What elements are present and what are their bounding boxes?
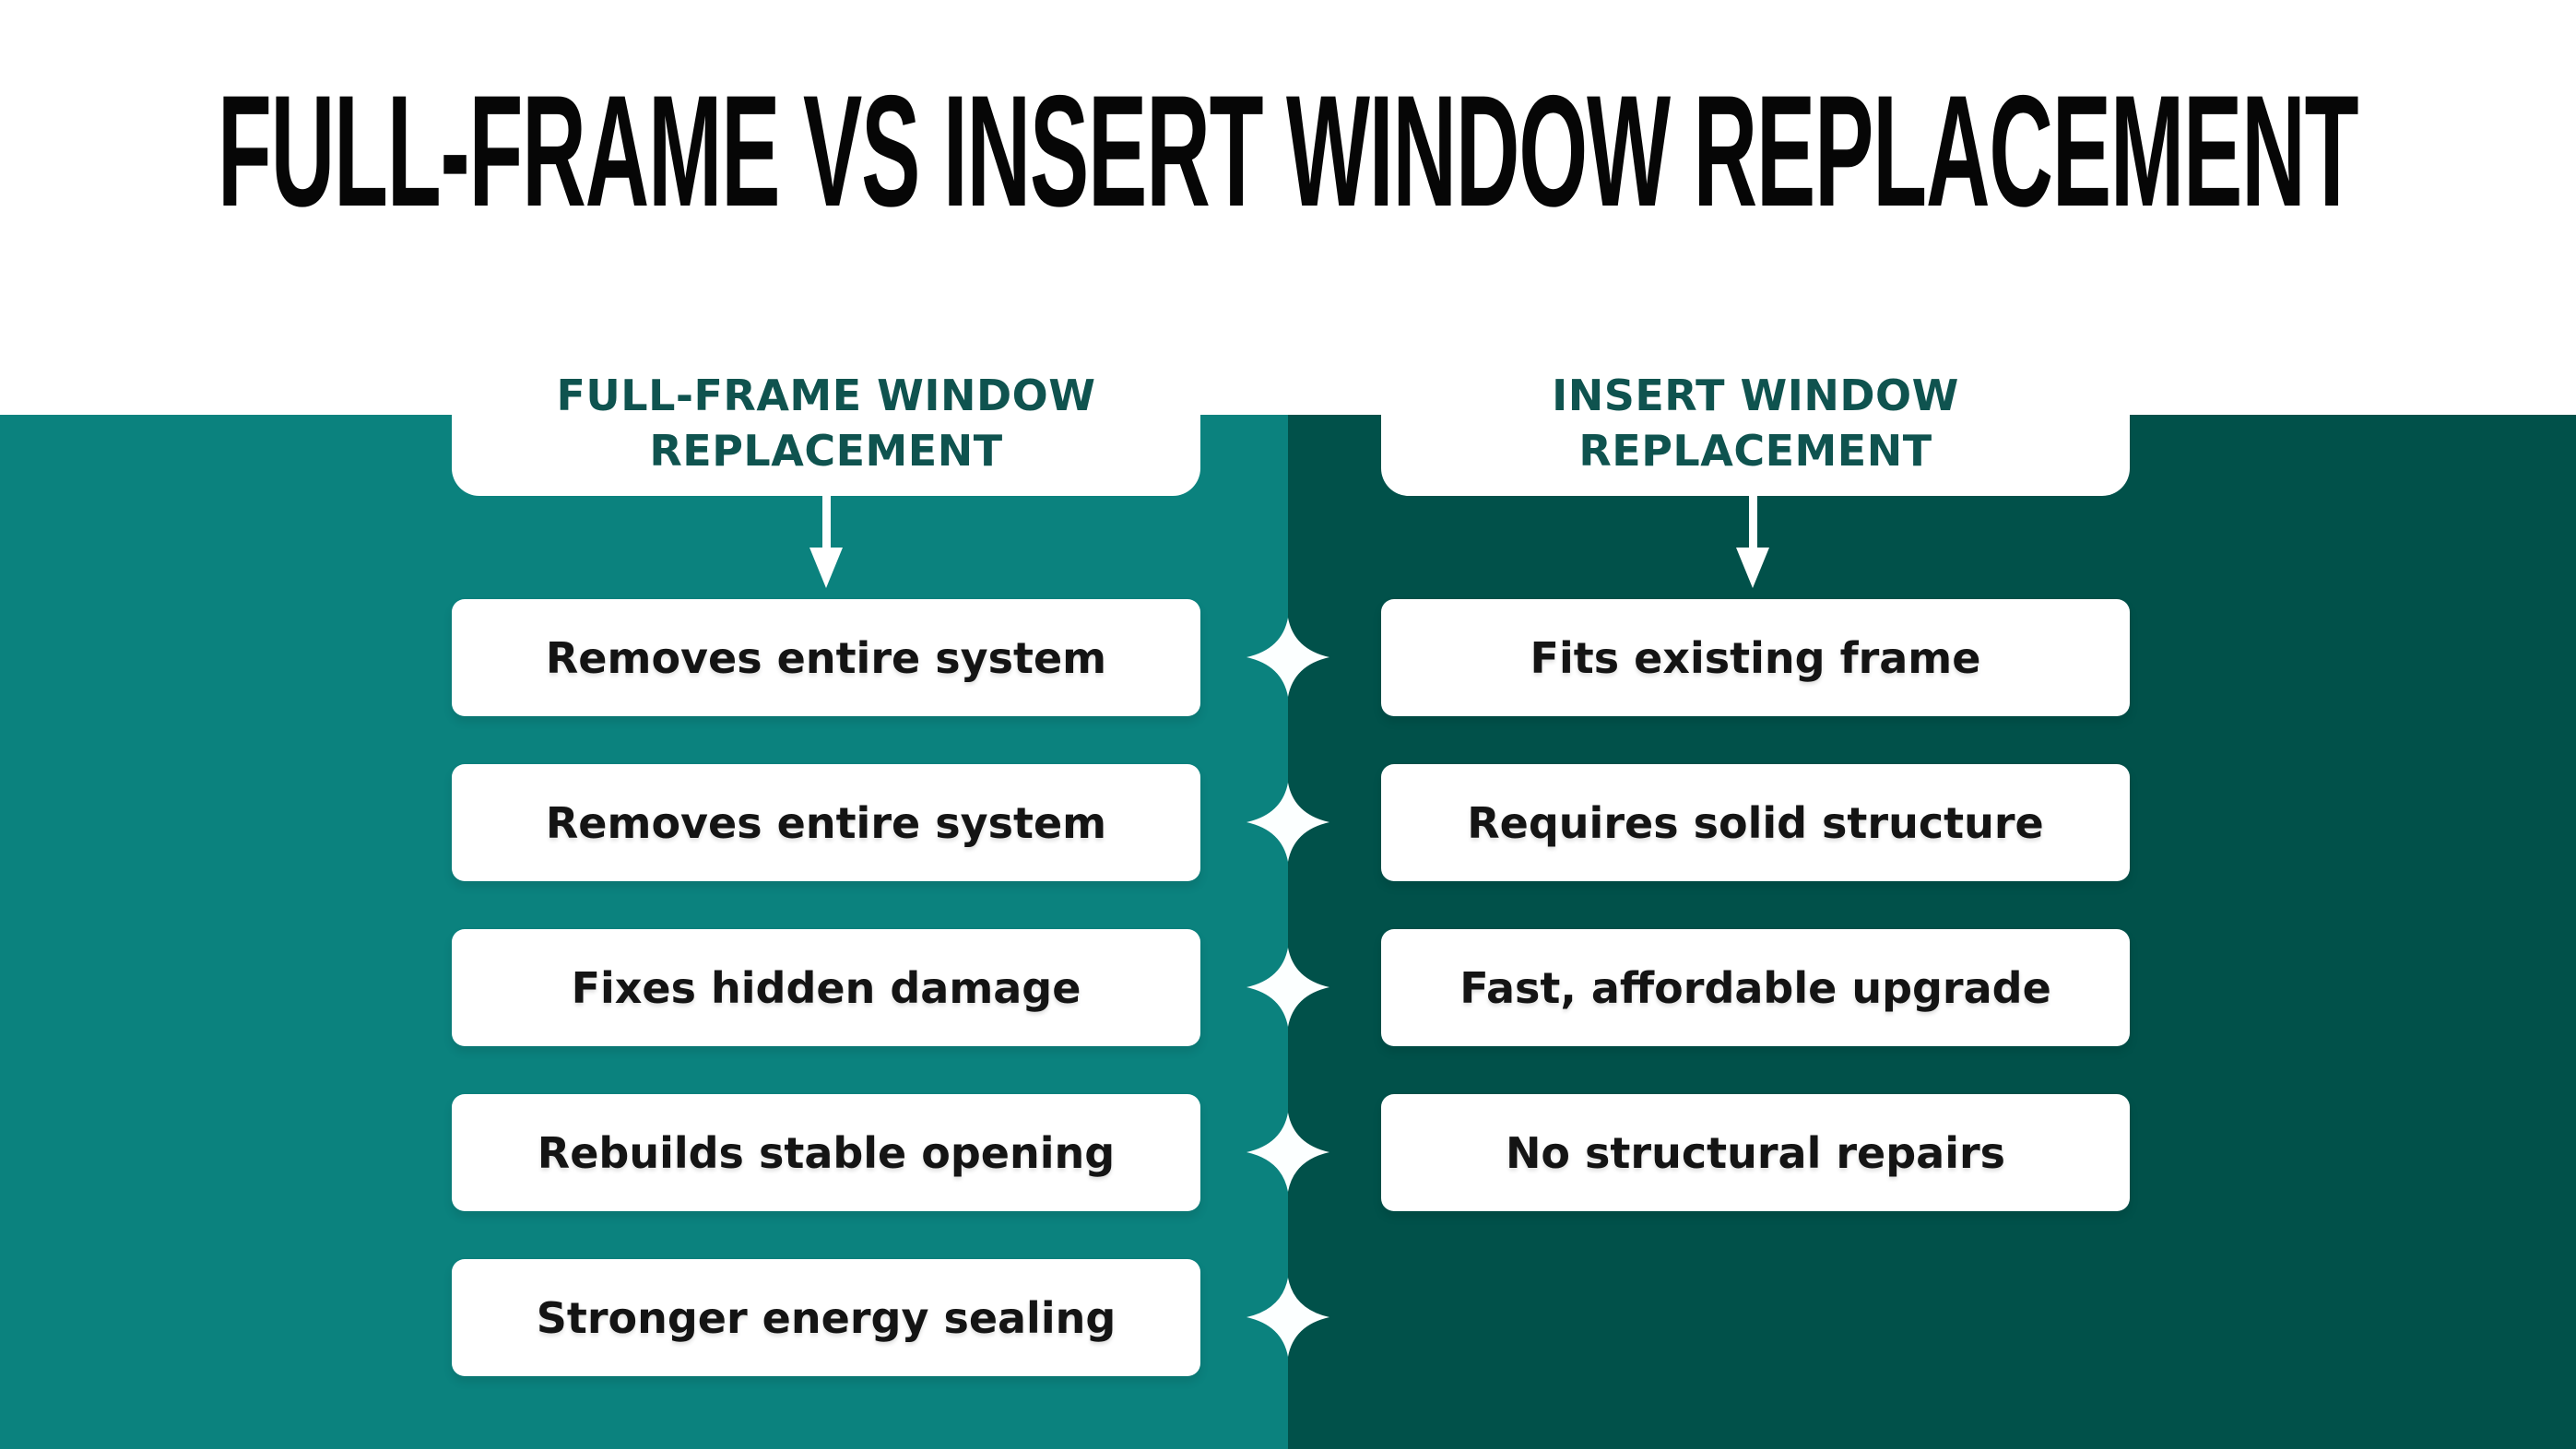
insert-item-4: No structural repairs	[1381, 1094, 2130, 1211]
title-band: FULL-FRAME VS INSERT WINDOW REPLACEMENT	[0, 51, 2576, 252]
insert-header-label: INSERT WINDOW REPLACEMENT	[1552, 370, 1959, 477]
full-frame-item-5: Stronger energy sealing	[452, 1259, 1200, 1376]
insert-item-3: Fast, affordable upgrade	[1381, 929, 2130, 1046]
down-arrow-icon	[1713, 496, 1792, 590]
full-frame-header-label: FULL-FRAME WINDOW REPLACEMENT	[556, 370, 1096, 477]
full-frame-item-3: Fixes hidden damage	[452, 929, 1200, 1046]
full-frame-item-1: Removes entire system	[452, 599, 1200, 716]
insert-item-2: Requires solid structure	[1381, 764, 2130, 881]
insert-header-box: INSERT WINDOW REPLACEMENT	[1381, 304, 2130, 496]
four-point-sparkle-icon	[1247, 1278, 1329, 1357]
four-point-sparkle-icon	[1247, 783, 1329, 862]
down-arrow-shaft	[1749, 496, 1757, 549]
down-arrow-icon	[786, 496, 866, 590]
down-arrow-shaft	[822, 496, 831, 549]
full-frame-item-2: Removes entire system	[452, 764, 1200, 881]
four-point-sparkle-icon	[1247, 618, 1329, 697]
full-frame-item-4: Rebuilds stable opening	[452, 1094, 1200, 1211]
page-title: FULL-FRAME VS INSERT WINDOW REPLACEMENT	[218, 63, 2359, 240]
down-arrow-head	[809, 548, 843, 588]
full-frame-header-box: FULL-FRAME WINDOW REPLACEMENT	[452, 304, 1200, 496]
down-arrow-head	[1736, 548, 1769, 588]
four-point-sparkle-icon	[1247, 1113, 1329, 1192]
four-point-sparkle-icon	[1247, 948, 1329, 1027]
insert-item-1: Fits existing frame	[1381, 599, 2130, 716]
